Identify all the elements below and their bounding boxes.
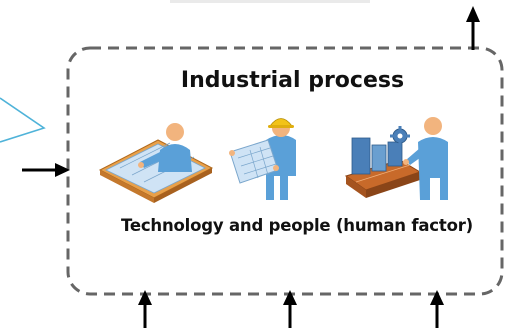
diagram-title: Industrial process <box>180 68 405 93</box>
output-arrow-top <box>466 6 480 50</box>
assembly-line-worker-icon <box>344 117 448 200</box>
worker-with-blueprint-icon <box>229 118 296 200</box>
engineer-at-drafting-table-icon <box>98 123 214 203</box>
gear-icon <box>390 126 410 146</box>
process-boundary-box <box>66 46 504 296</box>
input-arrow-bottom-2 <box>283 290 297 328</box>
input-arrow-bottom-1 <box>138 290 152 328</box>
callout-pointer <box>0 97 46 143</box>
input-arrow-bottom-3 <box>430 290 444 328</box>
top-faint-marks <box>170 0 370 3</box>
input-arrow-left <box>22 163 70 177</box>
diagram-subtitle: Technology and people (human factor) <box>121 216 473 235</box>
